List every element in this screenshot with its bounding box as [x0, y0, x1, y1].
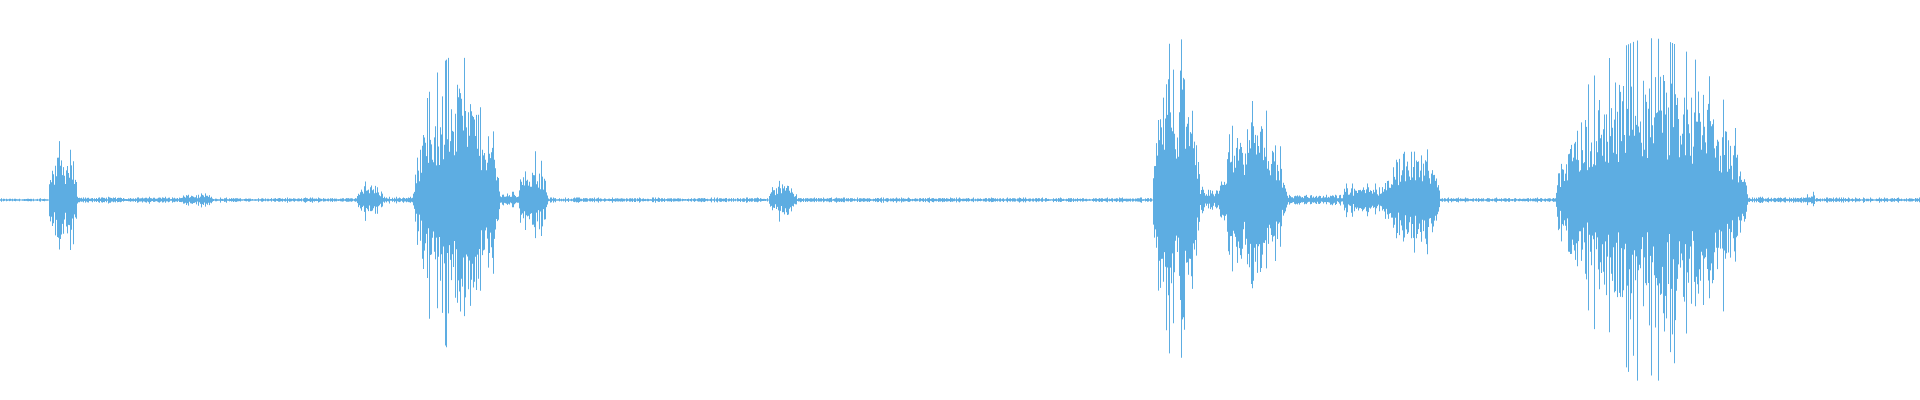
waveform-path [0, 38, 1920, 381]
waveform-bars [0, 38, 1920, 381]
